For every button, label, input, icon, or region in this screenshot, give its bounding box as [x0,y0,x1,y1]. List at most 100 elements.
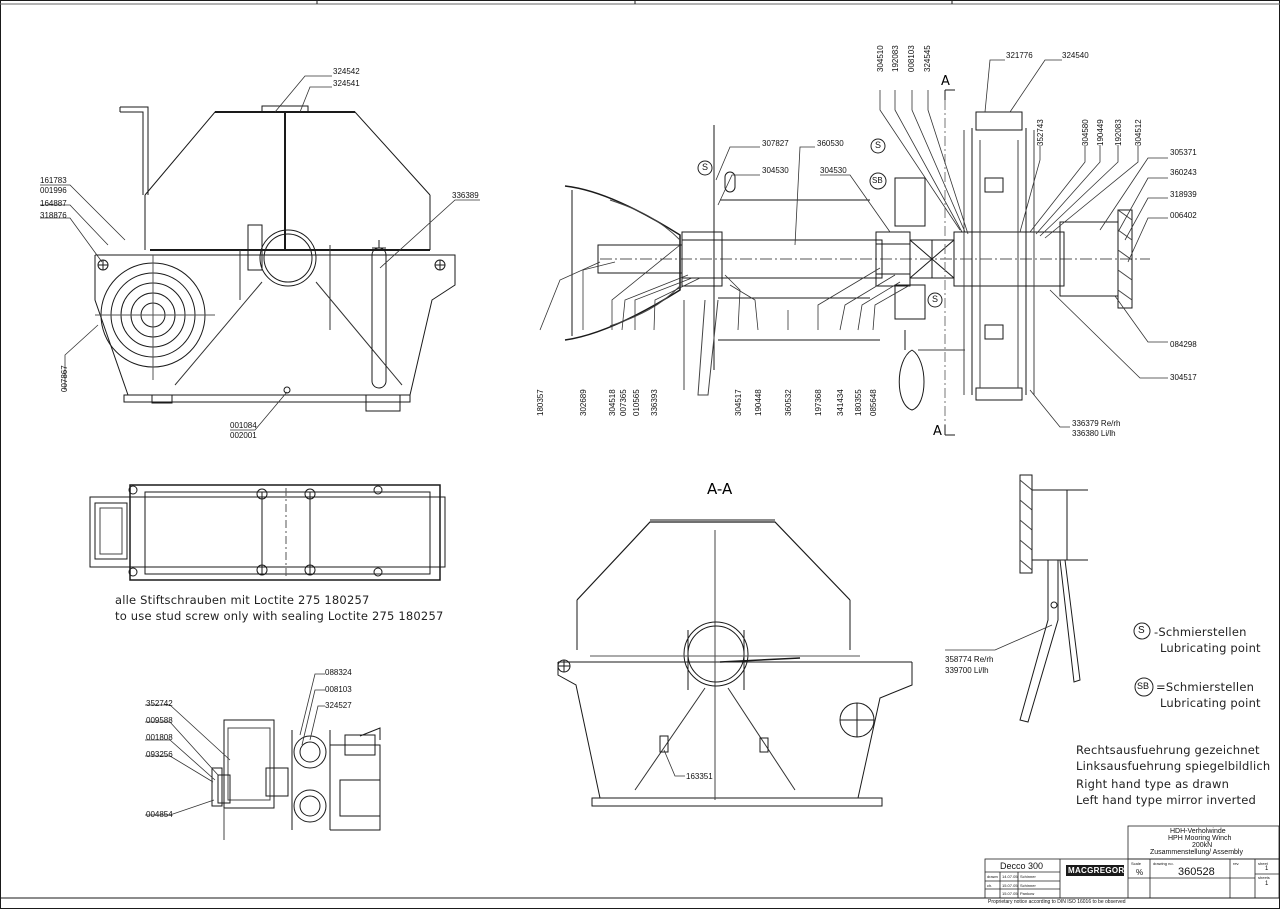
drawing-number: 360528 [1178,866,1215,878]
part-label: 352742 [146,699,173,708]
company-logo-text: MACGREGOR [1068,866,1125,875]
part-label: 088324 [325,668,352,677]
lubrication-legend-sb-de: =Schmierstellen [1156,680,1255,694]
gearbox-front-view [94,105,456,412]
part-label: 164887 [40,199,67,208]
lubrication-symbol-label: SB [1137,681,1150,691]
part-label-vertical: 010565 [632,389,641,416]
part-label: 001996 [40,186,67,195]
part-label: 358774 Re/rh [945,655,994,664]
part-label: 336389 [452,191,479,200]
sheets-label: sheets [1258,875,1270,880]
part-label-vertical: 192083 [1114,119,1123,146]
sheet-number: 1 [1265,866,1269,872]
part-label: 006402 [1170,211,1197,220]
company-logo [1066,865,1124,876]
part-label: 307827 [762,139,789,148]
part-label: 002001 [230,431,257,440]
part-label: 321776 [1006,51,1033,60]
loctite-note-en: to use stud screw only with sealing Loct… [115,609,444,623]
hand-type-note: Left hand type mirror inverted [1076,793,1257,807]
part-label-vertical: 302689 [579,389,588,416]
part-label: 093256 [146,750,173,759]
part-label-vertical: 085648 [869,389,878,416]
part-label-vertical: 192083 [891,45,900,72]
part-label: 318876 [40,211,67,220]
section-mark: A [941,74,950,89]
lubrication-symbols [697,138,1154,697]
part-label: 324541 [333,79,360,88]
brake-lever-view [1019,474,1088,723]
motor-detail-view [211,719,381,840]
part-label-vertical: 197368 [814,389,823,416]
part-label: 305371 [1170,148,1197,157]
loctite-note-de: alle Stiftschrauben mit Loctite 275 1802… [115,593,370,607]
title-line-3: 200kN [1192,842,1213,849]
part-label: 318939 [1170,190,1197,199]
part-label-vertical: 360532 [784,389,793,416]
approved-by: Pankow [1020,891,1035,896]
part-label: 161783 [40,176,67,185]
part-label-vertical: 190448 [754,389,763,416]
part-label: 336379 Re/rh [1072,419,1121,428]
part-label-vertical: 007867 [60,365,69,392]
checked-date: 15.07.05 [1002,883,1018,888]
part-label: 304517 [1170,373,1197,382]
gearbox-plan-view [89,484,446,581]
part-label: 324527 [325,701,352,710]
lubrication-legend-s-de: -Schmierstellen [1154,625,1247,639]
part-label: 360530 [817,139,844,148]
part-label-vertical: 352743 [1036,119,1045,146]
part-label: 008103 [325,685,352,694]
part-label-vertical: 007365 [619,389,628,416]
part-label: 360243 [1170,168,1197,177]
title-block-lines [984,825,1280,899]
hand-type-note: Linksausfuehrung spiegelbildlich [1076,759,1271,773]
drawn-date: 14.07.05 [1002,874,1018,879]
section-a-a-view [557,519,913,807]
title-line-2: HPH Mooring Winch [1168,835,1232,842]
title-line-4: Zusammenstellung/ Assembly [1150,849,1243,856]
section-view-title: A-A [707,480,733,498]
part-label: 001084 [230,421,257,430]
drawn-label: drawn [987,874,998,879]
title-line-1: HDH-Verholwinde [1170,828,1226,835]
lubrication-symbol-label: S [1138,625,1145,636]
proprietary-notice: Proprietary notice according to DIN ISO … [988,899,1126,905]
lubrication-legend-s-en: Lubricating point [1160,641,1261,655]
drawing-no-label: drawing no. [1153,861,1174,866]
part-label-vertical: 304580 [1081,119,1090,146]
part-label: 336380 Li/lh [1072,429,1116,438]
project-name: Decco 300 [1000,861,1044,871]
lubrication-symbol-label: S [932,294,939,304]
drawn-by: Schinner [1020,874,1036,879]
sheets-total: 1 [1265,881,1269,887]
leader-lines [40,59,1168,816]
part-label: 004854 [146,810,173,819]
approved-date: 15.07.05 [1002,891,1018,896]
checked-label: ch. [987,883,993,888]
part-label: 324542 [333,67,360,76]
part-label: 339700 Li/lh [945,666,989,675]
checked-by: Schinner [1020,883,1036,888]
part-label: 084298 [1170,340,1197,349]
scale-label: Scale [1131,861,1142,866]
part-label-vertical: 336393 [650,389,659,416]
winch-side-view [564,89,1150,436]
part-label-vertical: 324545 [923,45,932,72]
part-label: 163351 [686,772,713,781]
hand-type-note: Right hand type as drawn [1076,777,1230,791]
lubrication-symbol-label: SB [872,176,883,185]
part-label-vertical: 304517 [734,389,743,416]
part-label: 001808 [146,733,173,742]
rev-label: rev. [1233,861,1240,866]
sheet-label: sheet [1258,861,1268,866]
part-label-vertical: 341434 [836,389,845,416]
hand-type-note: Rechtsausfuehrung gezeichnet [1076,743,1260,757]
part-label: 304530 [820,166,847,175]
scale-value: % [1136,868,1144,877]
part-label-vertical: 304510 [876,45,885,72]
part-label-vertical: 180357 [536,389,545,416]
lubrication-symbol-label: S [702,162,709,172]
